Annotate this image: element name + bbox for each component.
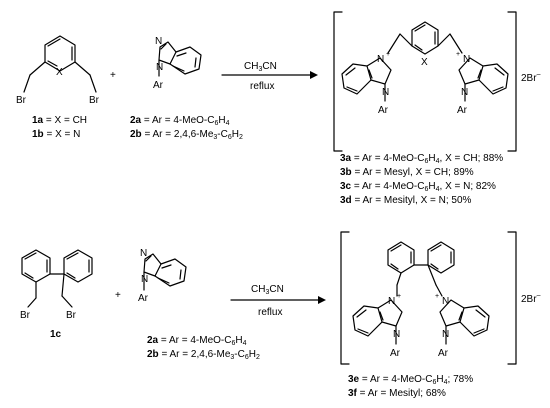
label-3f: 3f = Ar = Mesityl; 68%: [348, 388, 446, 399]
product-2-structure: N + N Ar N + N Ar: [352, 241, 490, 359]
label-2a: 2a = Ar = 4-MeO-C6H4: [130, 115, 230, 127]
bromine-1c-right: Br: [66, 310, 77, 321]
product-2-n-left-top: N: [388, 296, 395, 307]
label-1b: 1b = X = N: [32, 129, 80, 140]
product-bracket-1: [333, 11, 517, 152]
bromine-left: Br: [16, 95, 27, 106]
product-2-n-left-bottom: N: [393, 329, 400, 340]
ring-x-atom: X: [56, 67, 63, 78]
condition-2: reflux: [258, 307, 282, 318]
product-1-x-atom: X: [421, 57, 428, 68]
product-1-n-left-bottom: N: [382, 87, 389, 98]
product-2-n-right-top: N: [442, 296, 449, 307]
plus-sign-1: +: [110, 70, 116, 81]
benzimidazole-reagent-1: N N Ar: [153, 36, 202, 91]
reagent-2: CH3CN: [251, 284, 284, 296]
imidazole-2-n3: N: [140, 248, 147, 259]
imidazole-n1: N: [156, 62, 163, 73]
product-1-structure: X N + N Ar N + N Ar: [341, 21, 509, 116]
counterion-1: 2Br–: [521, 71, 541, 84]
reaction-arrow-1: [221, 71, 318, 79]
bromine-1c-left: Br: [20, 310, 31, 321]
product-2-charge-right: +: [435, 293, 439, 300]
imidazole-2-n1: N: [141, 274, 148, 285]
label-3b: 3b = Ar = Mesyl, X = CH; 89%: [340, 167, 474, 178]
product-2-n-right-bottom: N: [442, 329, 449, 340]
imidazole-n3: N: [155, 36, 162, 47]
compound-1-structure: X Br Br: [16, 35, 100, 106]
counterion-2: 2Br–: [521, 292, 541, 305]
label-2a-second: 2a = Ar = 4-MeO-C6H4: [147, 335, 247, 347]
product-2-aryl-right: Ar: [438, 348, 449, 359]
label-3d: 3d = Ar = Mesityl, X = N; 50%: [340, 195, 472, 206]
aryl-substituent-2: Ar: [138, 293, 149, 304]
bromine-right: Br: [89, 95, 100, 106]
label-3c: 3c = Ar = 4-MeO-C6H4, X = N; 82%: [340, 181, 496, 193]
product-1-n-right-bottom: N: [461, 87, 468, 98]
benzimidazole-reagent-2: N N Ar: [138, 248, 187, 304]
compound-1c-structure: Br Br: [20, 249, 93, 321]
label-1a: 1a = X = CH: [32, 115, 87, 126]
plus-sign-2: +: [115, 290, 121, 301]
product-1-aryl-left: Ar: [378, 105, 389, 116]
product-1-charge-right: +: [456, 51, 460, 58]
product-1-n-right-top: N: [463, 54, 470, 65]
product-1-aryl-right: Ar: [457, 105, 468, 116]
label-1c: 1c: [50, 329, 62, 340]
reagent-1: CH3CN: [244, 61, 277, 73]
label-3a: 3a = Ar = 4-MeO-C6H4, X = CH; 88%: [340, 153, 503, 165]
product-1-n-left-top: N: [377, 54, 384, 65]
product-bracket-2: [340, 231, 517, 365]
product-2-charge-left: +: [397, 293, 401, 300]
aryl-substituent: Ar: [153, 80, 164, 91]
label-2b-second: 2b = Ar = 2,4,6-Me3-C6H2: [147, 349, 260, 361]
label-2b: 2b = Ar = 2,4,6-Me3-C6H2: [130, 129, 243, 141]
condition-1: reflux: [250, 81, 274, 92]
reaction-arrow-2: [230, 296, 326, 304]
product-2-aryl-left: Ar: [390, 348, 401, 359]
label-3e: 3e = Ar = 4-MeO-C6H4; 78%: [348, 374, 473, 386]
product-1-charge-left: +: [386, 51, 390, 58]
